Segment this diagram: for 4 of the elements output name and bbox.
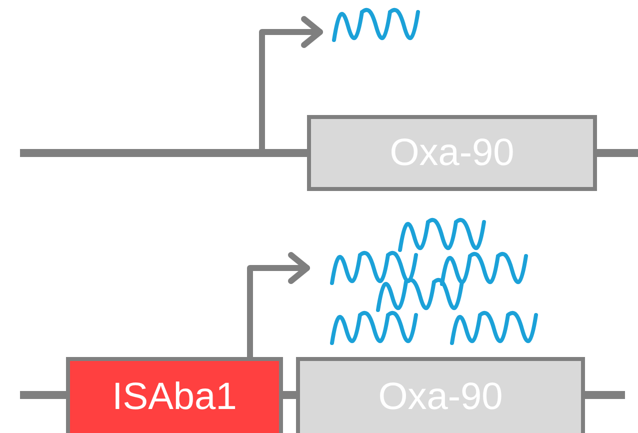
gene-box [307,115,597,191]
gene-name: ISAba1 [112,376,237,418]
gene-box [66,357,283,433]
gene-box [296,357,585,433]
